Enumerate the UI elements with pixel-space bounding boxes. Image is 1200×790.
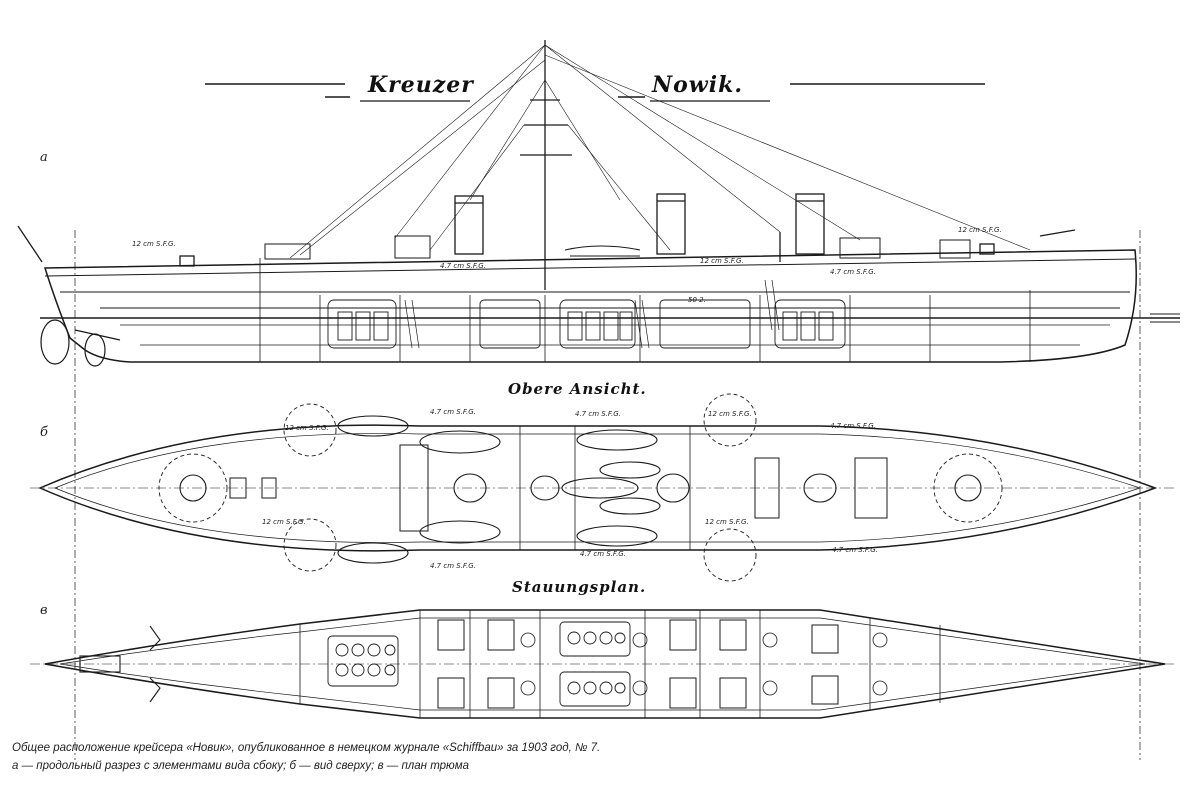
note-top-3: 4.7 cm S.F.G.	[575, 410, 621, 418]
note-side-mid-3: 4.7 cm S.F.G.	[830, 268, 876, 276]
note-side-waterline: 50 2.	[688, 296, 706, 304]
note-side-gun-bow: 12 cm S.F.G.	[958, 226, 1002, 234]
top-view	[30, 393, 1175, 582]
section-letter-b: б	[40, 425, 48, 440]
hold-plan	[30, 609, 1175, 719]
heading-top-view: Obere Ansicht.	[508, 380, 647, 398]
heading-hold-plan: Stauungsplan.	[512, 578, 647, 596]
section-letter-c: в	[40, 603, 48, 618]
note-top-6: 12 cm S.F.G.	[262, 518, 306, 526]
note-side-mid-2: 12 cm S.F.G.	[700, 257, 744, 265]
note-top-4: 12 cm S.F.G.	[708, 410, 752, 418]
note-side-gun-stern: 12 cm S.F.G.	[132, 240, 176, 248]
note-side-mid-1: 4.7 cm S.F.G.	[440, 262, 486, 270]
caption-line-1: Общее расположение крейсера «Новик», опу…	[12, 742, 601, 754]
note-top-9: 4.7 cm S.F.G.	[832, 546, 878, 554]
section-letter-a: а	[40, 150, 48, 165]
title-rule	[205, 83, 985, 102]
note-top-5: 4.7 cm S.F.G.	[830, 422, 876, 430]
note-top-7: 4.7 cm S.F.G.	[430, 562, 476, 570]
note-top-10: 4.7 cm S.F.G.	[580, 550, 626, 558]
title-right: Nowik.	[652, 72, 743, 98]
note-top-2: 4.7 cm S.F.G.	[430, 408, 476, 416]
note-top-1: 12 cm S.F.G.	[285, 424, 329, 432]
title-left: Kreuzer	[368, 72, 474, 98]
caption-line-2: а — продольный разрез с элементами вида …	[12, 760, 469, 772]
side-elevation	[17, 40, 1180, 760]
note-top-8: 12 cm S.F.G.	[705, 518, 749, 526]
